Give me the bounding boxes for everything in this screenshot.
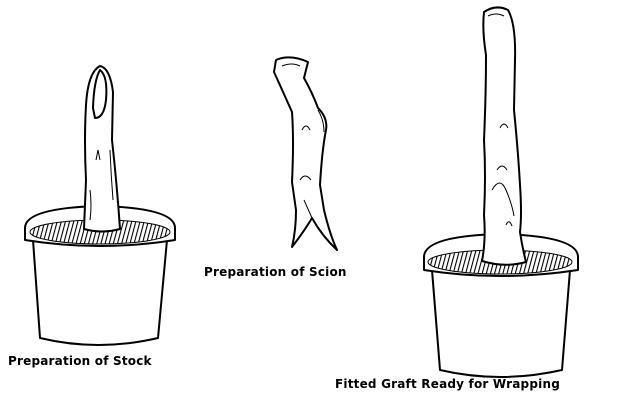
stock-stem [84,66,120,232]
scion-wood [274,57,337,250]
caption-preparation-of-stock: Preparation of Stock [8,354,152,368]
caption-fitted-graft: Fitted Graft Ready for Wrapping [335,377,560,391]
caption-preparation-of-scion: Preparation of Scion [204,265,347,279]
graft-stem [482,7,526,264]
